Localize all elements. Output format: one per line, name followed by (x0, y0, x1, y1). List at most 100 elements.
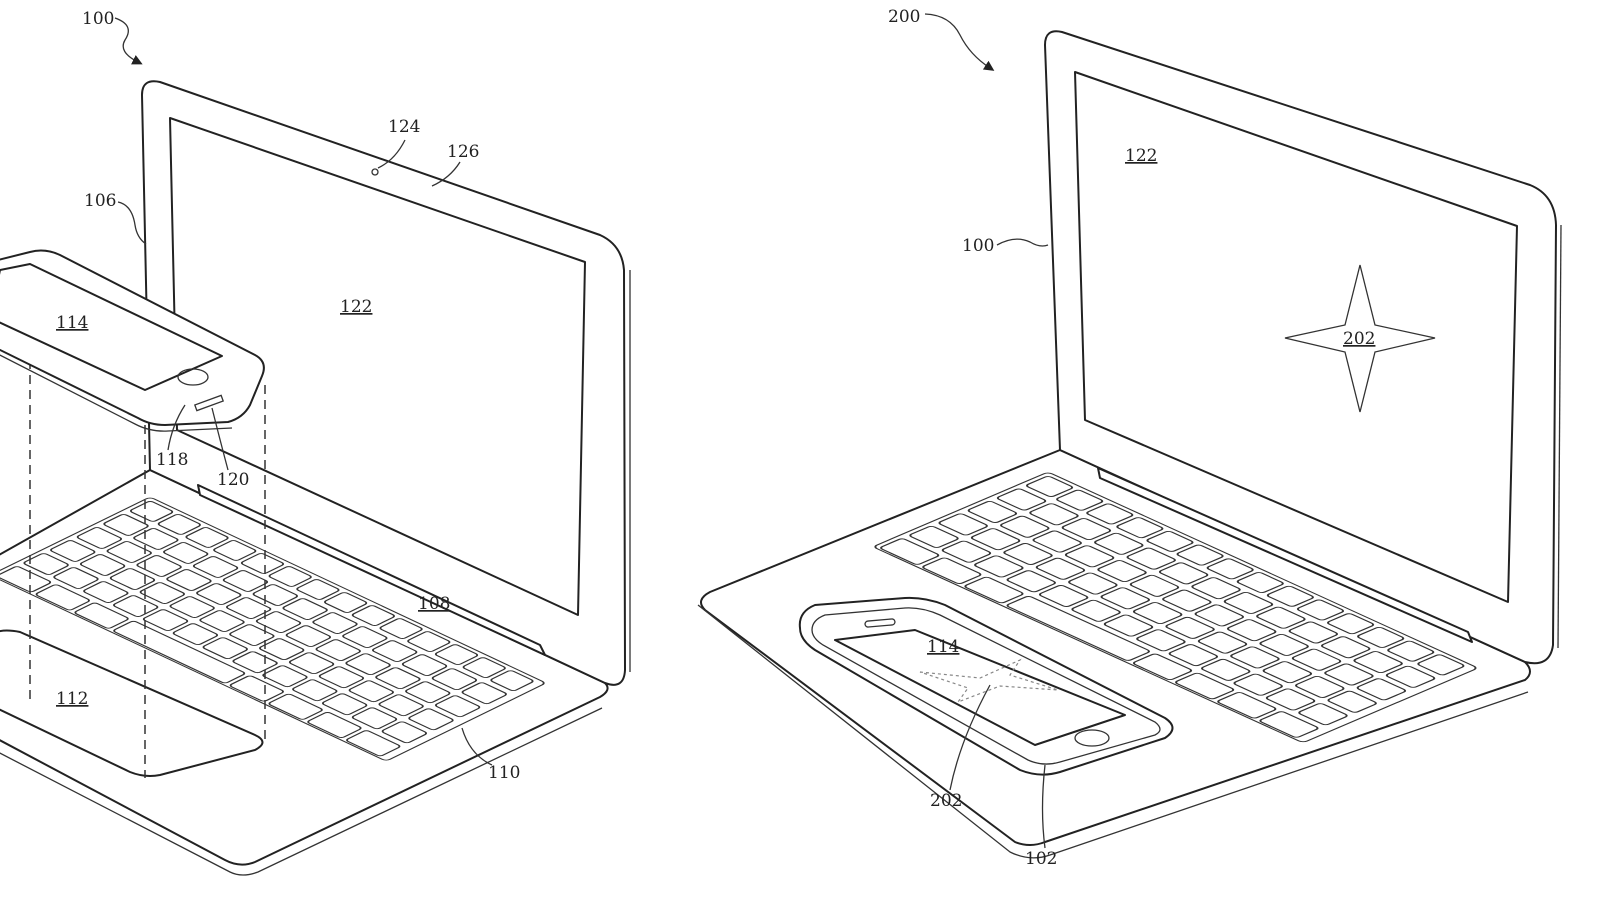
key (1000, 515, 1050, 538)
key (192, 556, 239, 578)
key (1126, 547, 1176, 570)
key (1326, 613, 1375, 635)
key (288, 652, 335, 675)
key (1327, 690, 1377, 713)
key (262, 665, 308, 688)
key (142, 609, 189, 631)
key (1006, 570, 1057, 593)
label-114-right: 114 (927, 637, 959, 657)
key (285, 625, 332, 647)
key (1262, 661, 1313, 684)
key (1291, 648, 1342, 671)
phone-in-slot-102 (798, 596, 1174, 776)
keyboard-right (874, 472, 1477, 743)
key (1103, 614, 1154, 637)
key (970, 528, 1021, 551)
key (139, 582, 186, 604)
key (1056, 489, 1104, 511)
key (1298, 703, 1348, 726)
label-112: 112 (56, 689, 88, 709)
key (1068, 572, 1118, 595)
key (1295, 676, 1345, 698)
key (1100, 587, 1151, 610)
key (348, 680, 394, 703)
home-button (177, 368, 209, 386)
key (1162, 589, 1212, 612)
key (185, 527, 229, 548)
key (490, 670, 534, 692)
key (938, 513, 988, 536)
key (229, 675, 284, 702)
key (974, 555, 1024, 578)
key (1387, 640, 1435, 662)
label-108: 108 (418, 594, 450, 614)
key (342, 626, 388, 648)
key (172, 623, 219, 646)
key (405, 681, 451, 704)
key (1029, 503, 1079, 526)
key (346, 730, 401, 757)
key (1165, 616, 1215, 639)
key (1197, 631, 1248, 654)
label-122-right: 122 (1125, 146, 1157, 166)
key (1003, 543, 1053, 565)
key (462, 657, 506, 679)
key (1158, 562, 1209, 585)
key (50, 540, 96, 562)
key (1061, 518, 1112, 541)
key (196, 583, 242, 605)
key (1223, 591, 1274, 614)
key (225, 597, 272, 619)
key (240, 553, 285, 574)
key (1353, 651, 1403, 674)
key (1116, 517, 1164, 539)
label-102: 102 (1025, 849, 1057, 869)
key (315, 639, 361, 662)
key (268, 693, 323, 720)
key (996, 488, 1047, 511)
key (1071, 599, 1121, 622)
key (129, 501, 174, 522)
key (1200, 658, 1251, 681)
key (401, 654, 448, 677)
key (1176, 544, 1224, 566)
key (199, 610, 245, 632)
key (375, 667, 421, 690)
key (1097, 560, 1147, 583)
key (1168, 644, 1219, 667)
key (1035, 557, 1086, 580)
keyboard-left (0, 497, 545, 761)
label-100-right: 100 (962, 236, 994, 256)
key (1132, 653, 1193, 681)
key (1132, 602, 1183, 625)
key (1226, 619, 1277, 642)
key (1417, 654, 1465, 676)
key (1094, 532, 1144, 555)
key (1266, 585, 1314, 607)
key (109, 568, 156, 590)
ref-100: 100 (82, 9, 114, 29)
key (1259, 711, 1319, 738)
key (1265, 688, 1316, 711)
phone-114 (0, 249, 265, 432)
key (1038, 585, 1089, 607)
key (431, 668, 478, 691)
key (378, 694, 424, 717)
key (922, 557, 982, 584)
key (53, 567, 99, 589)
key (1259, 633, 1309, 656)
label-110: 110 (488, 763, 520, 783)
key (1032, 530, 1082, 553)
label-202-phone: 202 (930, 791, 962, 811)
star-icon-202 (1284, 264, 1436, 413)
key (1191, 577, 1241, 600)
key (1086, 503, 1134, 525)
label-118: 118 (156, 450, 188, 470)
key (1206, 558, 1254, 580)
key (434, 644, 479, 665)
label-124: 124 (388, 117, 420, 137)
key (136, 555, 182, 577)
laptop-left (0, 80, 631, 876)
key (76, 527, 123, 549)
